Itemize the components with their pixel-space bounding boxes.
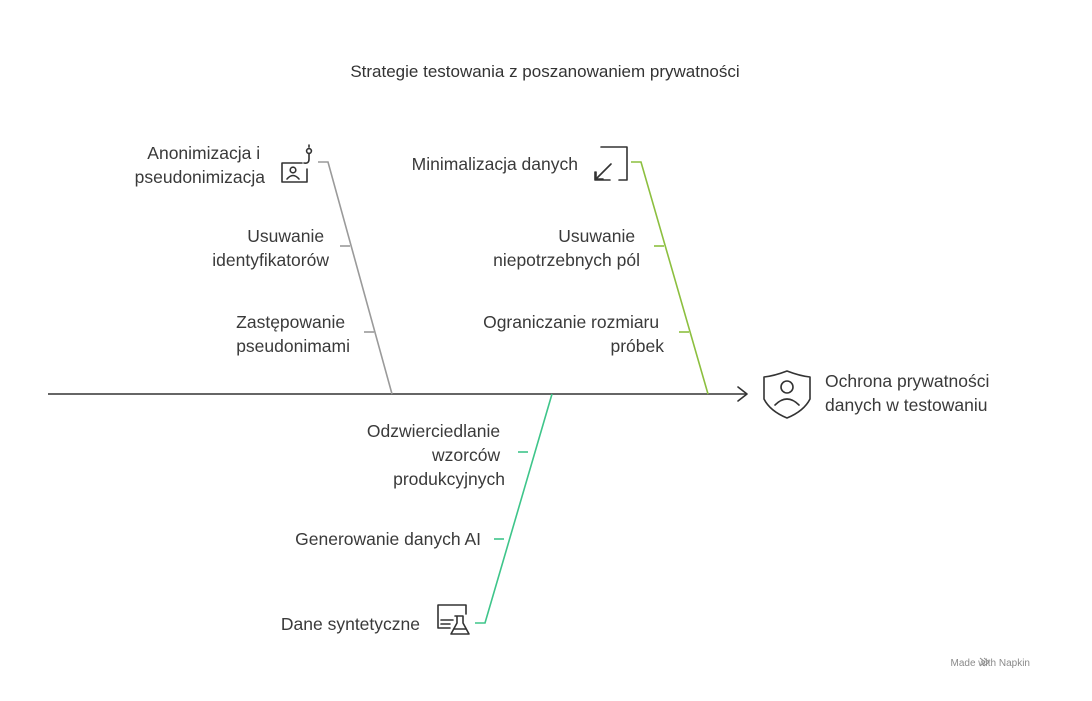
sub-cause-label: Ograniczanie rozmiaru próbek bbox=[483, 312, 664, 356]
branch-minimalizacja: Minimalizacja danych Usuwanie niepotrzeb… bbox=[412, 146, 709, 395]
napkin-logo-icon bbox=[979, 657, 990, 667]
branch-line-syntetyczne bbox=[475, 393, 553, 624]
branch-line-anonimizacja bbox=[318, 161, 393, 395]
id-card-icon bbox=[281, 144, 313, 183]
sub-cause-label: Usuwanie identyfikatorów bbox=[212, 226, 329, 270]
effect-head: Ochrona prywatności danych w testowaniu bbox=[763, 370, 994, 419]
cause-label: Dane syntetyczne bbox=[281, 614, 420, 634]
sub-cause-label: Zastępowanie pseudonimami bbox=[236, 312, 350, 356]
sub-cause-label: Odzwierciedlanie wzorców produkcyjnych bbox=[367, 421, 505, 489]
sub-cause-label: Generowanie danych AI bbox=[295, 529, 481, 549]
spine-arrowhead bbox=[737, 386, 748, 402]
cause-label: Anonimizacja i pseudonimizacja bbox=[135, 143, 266, 187]
diagram-title: Strategie testowania z poszanowaniem pry… bbox=[350, 62, 739, 81]
effect-label: Ochrona prywatności danych w testowaniu bbox=[825, 371, 994, 415]
cause-label: Minimalizacja danych bbox=[412, 154, 578, 174]
branch-line-minimalizacja bbox=[631, 161, 709, 395]
shield-user-icon bbox=[763, 370, 811, 419]
minimize-arrow-icon bbox=[594, 146, 628, 181]
branch-anonimizacja: Anonimizacja i pseudonimizacja Usuwanie … bbox=[135, 143, 393, 395]
napkin-credit: Made with Napkin bbox=[951, 657, 1030, 669]
monitor-flask-icon bbox=[437, 604, 470, 635]
credit-text: Made with Napkin bbox=[951, 658, 1030, 669]
sub-cause-label: Usuwanie niepotrzebnych pól bbox=[493, 226, 640, 270]
branch-syntetyczne: Dane syntetyczne Odzwierciedlanie wzorcó… bbox=[281, 393, 553, 635]
